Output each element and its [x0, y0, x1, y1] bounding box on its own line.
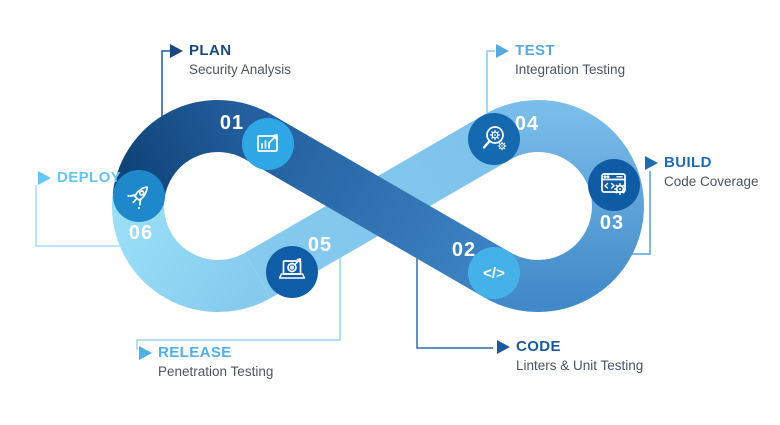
code-connector-line: [416, 244, 493, 349]
release-arrow-icon: [139, 345, 152, 360]
node-circle-04: [468, 113, 520, 165]
node-deploy: [113, 170, 165, 222]
plan-label: PLAN: [189, 42, 232, 59]
node-plan: [242, 118, 294, 170]
stage-label-test: TEST Integration Testing: [496, 42, 625, 77]
stage-number-01: 01: [220, 112, 244, 134]
deploy-label: DEPLOY: [57, 169, 122, 186]
blueprint-chart-icon: [257, 134, 278, 152]
stage-number-06: 06: [129, 222, 153, 244]
plan-arrow-icon: [170, 43, 183, 58]
release-connector-line: [136, 246, 341, 350]
laptop-target-icon: [278, 258, 306, 279]
code-label: CODE: [516, 338, 561, 355]
code-sublabel: Linters & Unit Testing: [516, 358, 644, 373]
code-brackets-icon: </>: [483, 265, 505, 282]
node-circle-01: [242, 118, 294, 170]
stage-numbers: 01 02 03 04 05 06: [129, 112, 624, 261]
stage-number-05: 05: [308, 234, 332, 256]
browser-gear-icon: [601, 173, 627, 196]
search-gear-icon: [482, 126, 507, 151]
test-connector-line: [486, 50, 495, 122]
node-test: [468, 113, 520, 165]
build-arrow-icon: [645, 155, 658, 170]
node-code: </>: [468, 247, 520, 299]
node-circle-02: [468, 247, 520, 299]
plan-connector-line: [161, 50, 170, 122]
test-arrow-icon: [496, 43, 509, 58]
stage-number-04: 04: [515, 113, 539, 135]
stage-label-code: CODE Linters & Unit Testing: [497, 338, 643, 373]
rocket-icon: [127, 186, 148, 210]
test-sublabel: Integration Testing: [515, 62, 626, 77]
stage-number-02: 02: [452, 239, 476, 261]
stage-label-build: BUILD Code Coverage: [645, 154, 759, 189]
release-sublabel: Penetration Testing: [158, 364, 274, 379]
stage-number-03: 03: [600, 212, 624, 234]
build-label: BUILD: [664, 154, 712, 171]
code-arrow-icon: [497, 339, 510, 354]
ribbon-dark-diagonal: [244, 114, 512, 298]
node-build: [588, 159, 640, 211]
stage-label-deploy: DEPLOY: [38, 169, 121, 189]
build-sublabel: Code Coverage: [664, 174, 759, 189]
release-label: RELEASE: [158, 344, 232, 361]
deploy-connector-line: [35, 185, 125, 247]
stage-label-release: RELEASE Penetration Testing: [139, 344, 273, 379]
node-release: [266, 246, 318, 298]
node-circle-06: [113, 170, 165, 222]
connector-lines: [35, 50, 651, 350]
test-label: TEST: [515, 42, 555, 59]
stage-label-plan: PLAN Security Analysis: [170, 42, 291, 77]
build-connector-line: [628, 171, 651, 255]
infinity-ribbon: [112, 100, 644, 312]
deploy-arrow-icon: [38, 170, 51, 185]
plan-sublabel: Security Analysis: [189, 62, 292, 77]
